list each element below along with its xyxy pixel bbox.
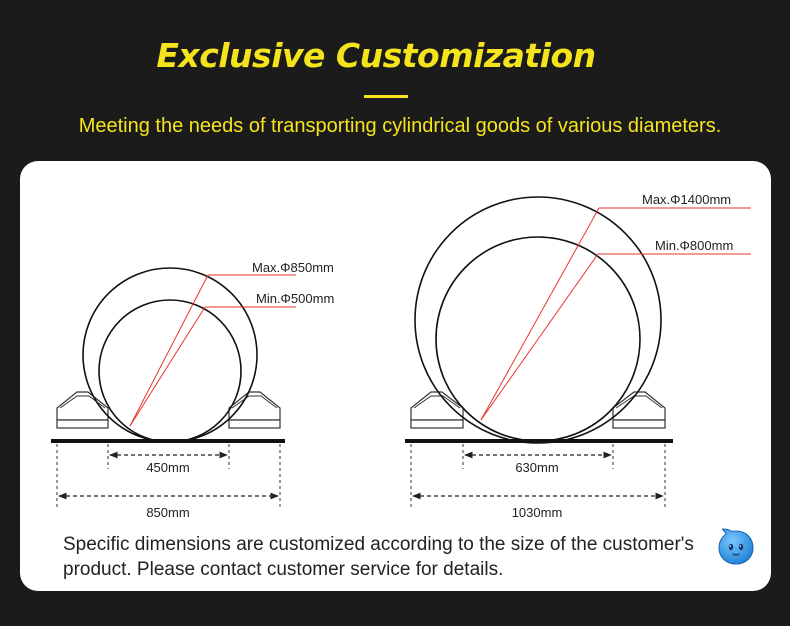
diagram-small-cylinder: Max.Φ850mm Min.Φ500mm 450mm 850mm [51, 260, 334, 520]
max-leader-line [129, 274, 209, 427]
min-leader-line [129, 306, 206, 427]
title-underline [364, 95, 408, 98]
left-support-block [56, 391, 109, 429]
diagram-card: Max.Φ850mm Min.Φ500mm 450mm 850mm [20, 161, 771, 591]
inner-span-label: 630mm [515, 460, 558, 475]
base-line [51, 439, 285, 443]
min-leader-line [480, 253, 599, 421]
max-diameter-label: Max.Φ850mm [252, 260, 334, 275]
min-diameter-label: Min.Φ500mm [256, 291, 334, 306]
page-title: Exclusive Customization [156, 36, 596, 75]
max-diameter-label: Max.Φ1400mm [642, 192, 731, 207]
customization-note: Specific dimensions are customized accor… [63, 534, 694, 580]
base-line [405, 439, 673, 443]
right-support-block [612, 391, 666, 429]
page-subtitle: Meeting the needs of transporting cylind… [78, 115, 722, 137]
right-support-block [228, 391, 281, 429]
outer-span-label: 1030mm [512, 505, 563, 520]
max-leader-line [480, 207, 600, 421]
inner-span-label: 450mm [146, 460, 189, 475]
left-support-block [410, 391, 464, 429]
min-diameter-label: Min.Φ800mm [655, 238, 733, 253]
chat-assistant-mascot-icon[interactable] [716, 527, 756, 567]
outer-span-label: 850mm [146, 505, 189, 520]
min-diameter-circle [98, 299, 242, 443]
dimension-diagrams: Max.Φ850mm Min.Φ500mm 450mm 850mm [51, 192, 751, 520]
diagram-large-cylinder: Max.Φ1400mm Min.Φ800mm 630mm 1030mm [405, 192, 751, 520]
